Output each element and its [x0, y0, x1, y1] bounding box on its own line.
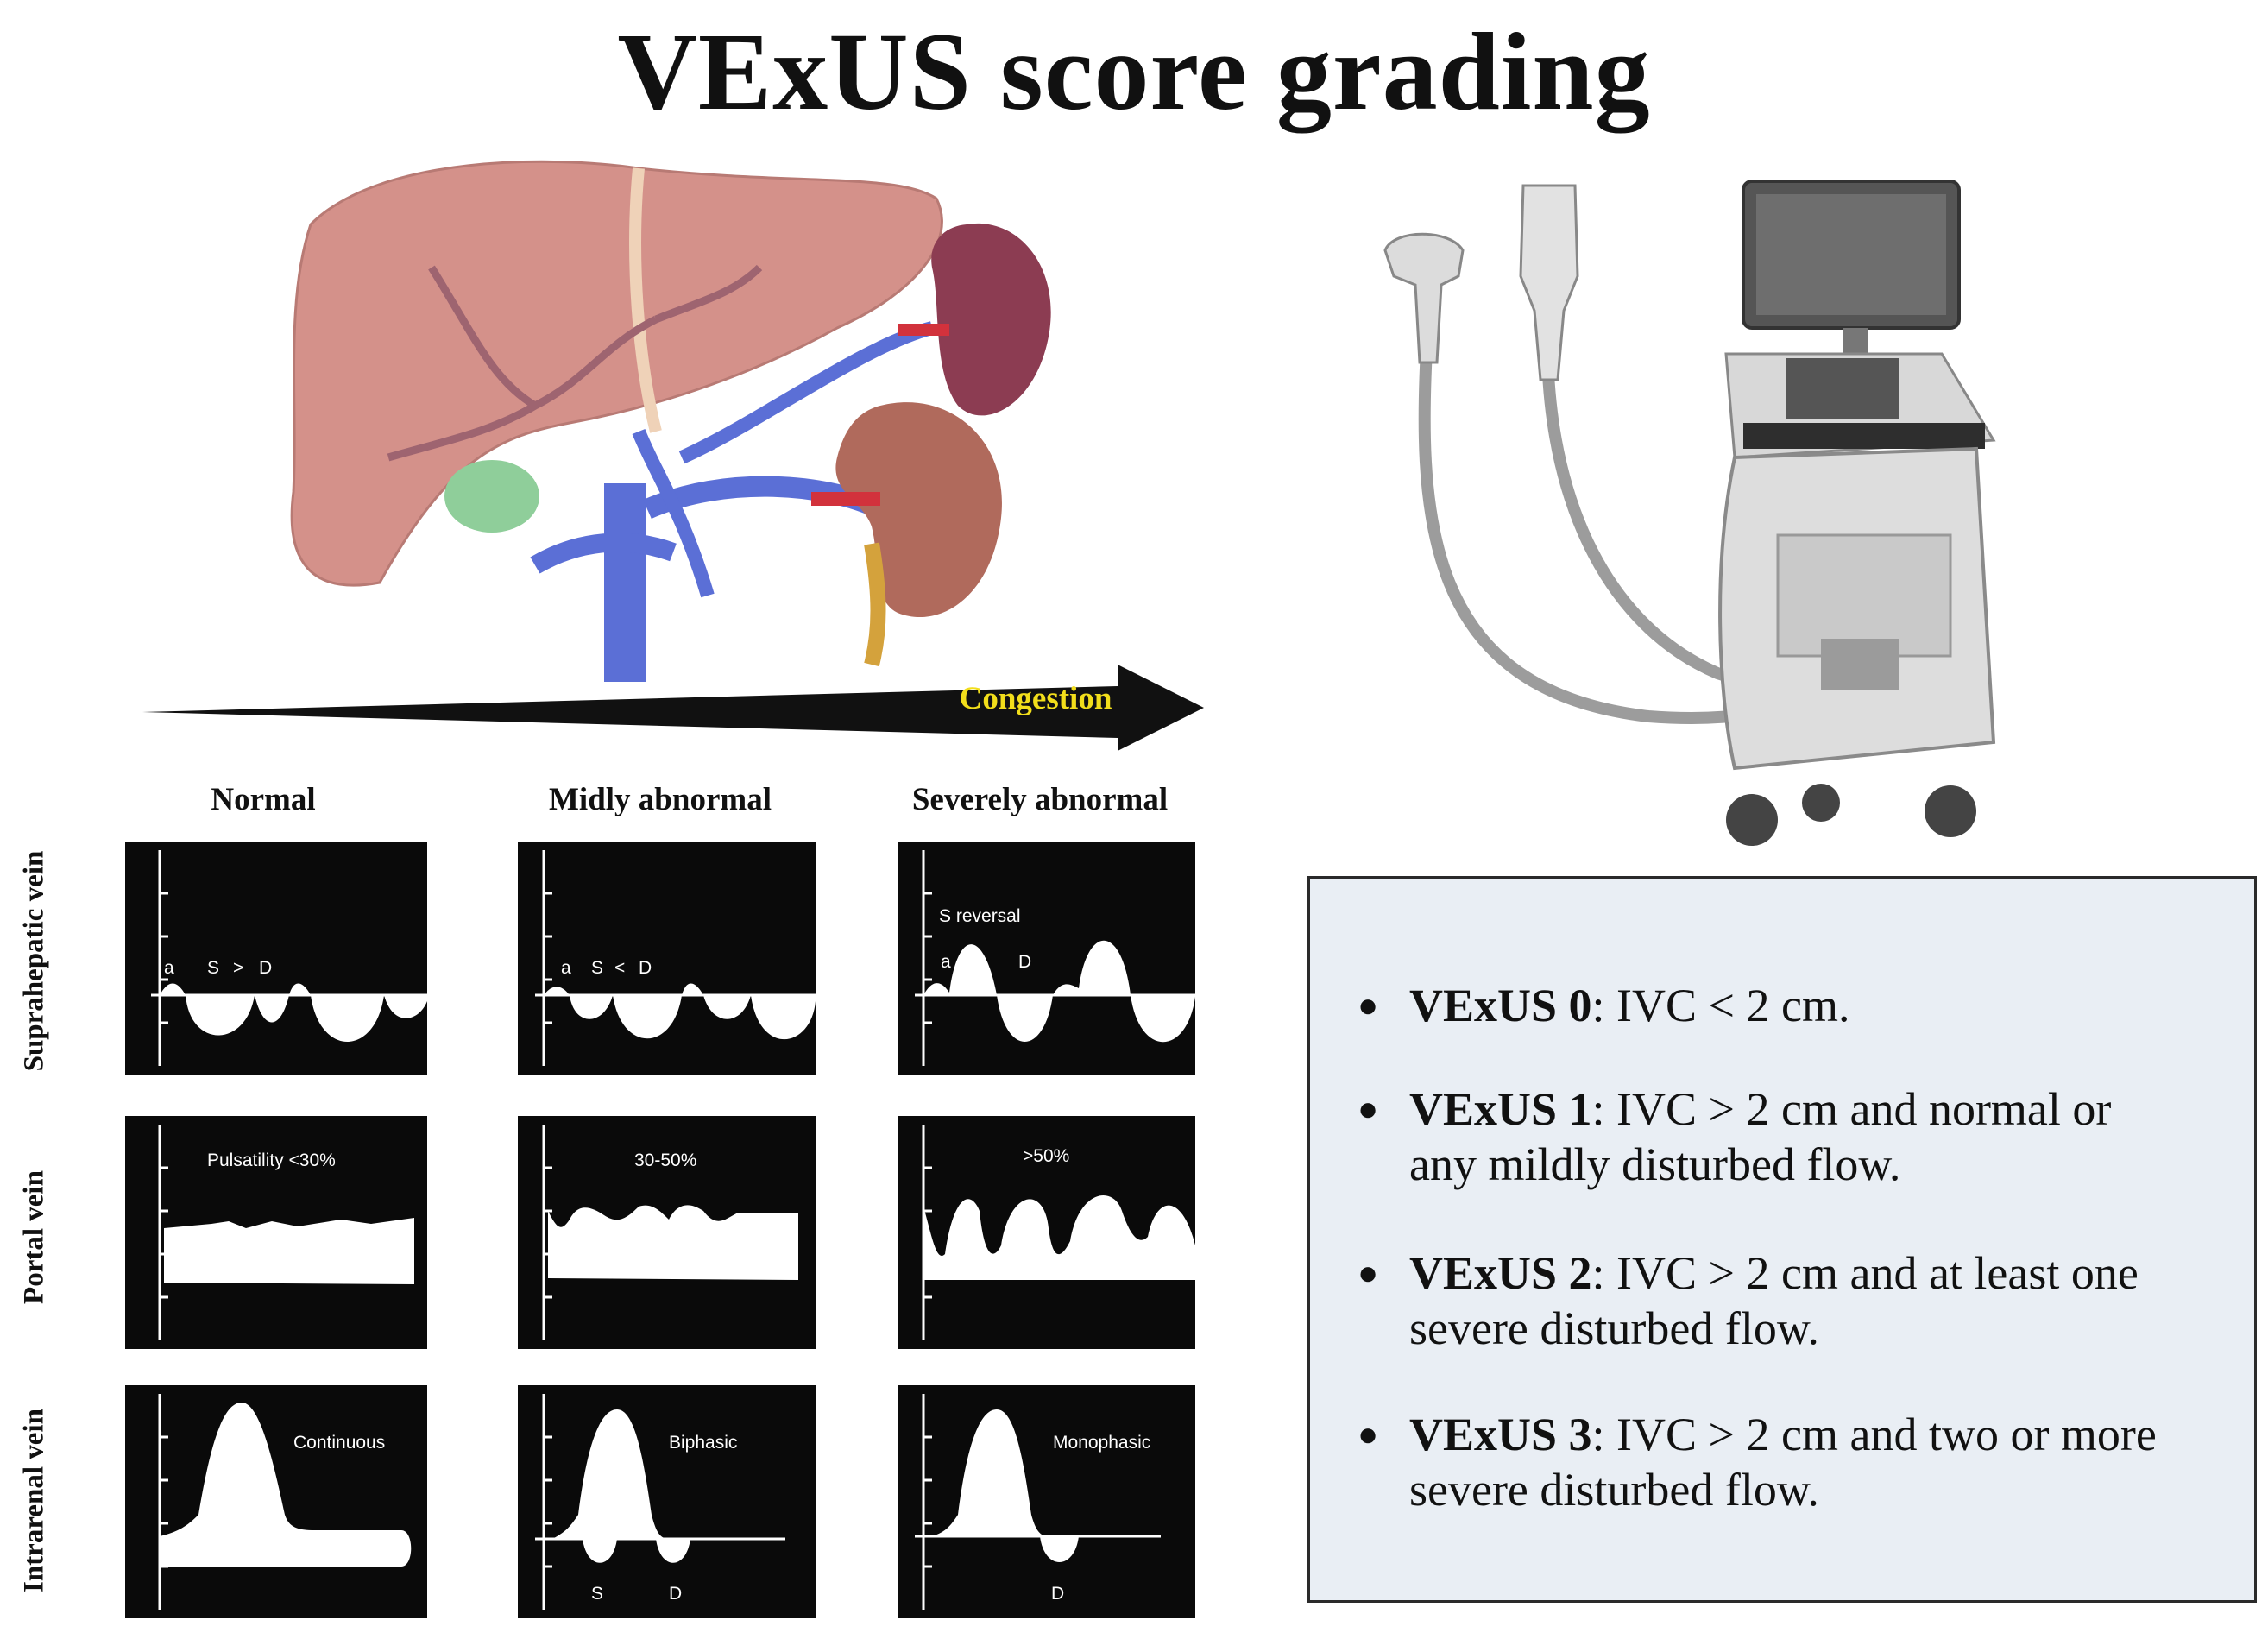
wave-label-pulsatility: Pulsatility <30%: [207, 1150, 336, 1170]
bullet-icon: ●: [1358, 1415, 1379, 1453]
panel-hepatic-mild: a S < D: [518, 842, 816, 1075]
wave-label-s: S: [207, 958, 220, 978]
wave-label-relation: <: [614, 958, 626, 978]
wave-label-d: D: [669, 1584, 683, 1604]
anatomy-illustration: [290, 160, 1051, 682]
wave-label-monophasic: Monophasic: [1053, 1433, 1151, 1453]
wave-label-a: a: [561, 958, 571, 978]
convex-probe-icon: [1383, 232, 1465, 364]
score-item-2: ●VExUS 2: IVC > 2 cm and at least one se…: [1358, 1247, 2139, 1354]
score-item-0: ●VExUS 0: IVC < 2 cm.: [1358, 980, 1850, 1031]
panel-portal-normal: Pulsatility <30%: [125, 1116, 427, 1349]
panel-renal-severe: Monophasic D: [898, 1385, 1195, 1618]
score-item-3: ●VExUS 3: IVC > 2 cm and two or more sev…: [1358, 1409, 2157, 1516]
wave-label-a: a: [164, 958, 174, 978]
column-header-severely-abnormal: Severely abnormal: [911, 782, 1169, 817]
bullet-icon: ●: [1358, 1089, 1379, 1128]
row-label-suprahepatic-vein: Suprahepatic vein: [18, 850, 50, 1072]
wave-label-s-reversal: S reversal: [939, 906, 1021, 926]
column-header-mildly-abnormal: Midly abnormal: [549, 782, 772, 817]
panel-hepatic-normal: a S > D: [125, 842, 427, 1075]
panel-portal-mild: 30-50%: [518, 1116, 816, 1349]
congestion-label: Congestion: [959, 681, 1112, 716]
wave-label-percent: >50%: [1023, 1146, 1070, 1166]
wave-label-d: D: [259, 958, 273, 978]
wave-label-d: D: [639, 958, 652, 978]
gallbladder-illustration: [444, 460, 539, 533]
congestion-arrow: [142, 665, 1204, 751]
wave-label-continuous: Continuous: [293, 1433, 386, 1453]
score-item-1: ●VExUS 1: IVC > 2 cm and normal or any m…: [1358, 1083, 2112, 1190]
wave-label-a: a: [941, 952, 951, 972]
wave-label-s: S: [591, 1584, 604, 1604]
wave-label-d: D: [1018, 952, 1032, 972]
wave-label-biphasic: Biphasic: [669, 1433, 738, 1453]
spleen-illustration: [931, 223, 1051, 416]
ultrasound-machine-illustration: [1383, 180, 1996, 846]
wave-label-relation: >: [233, 958, 244, 978]
panel-renal-normal: Continuous: [125, 1385, 427, 1618]
linear-probe-icon: [1519, 184, 1579, 381]
row-label-intrarenal-vein: Intrarenal vein: [18, 1409, 50, 1592]
wave-label-s: S: [591, 958, 604, 978]
panel-hepatic-severe: S reversal a D: [898, 842, 1195, 1075]
panel-renal-mild: Biphasic S D: [518, 1385, 816, 1618]
page-title: VExUS score grading: [617, 10, 1651, 133]
panel-portal-severe: >50%: [898, 1116, 1195, 1349]
row-label-portal-vein: Portal vein: [18, 1170, 50, 1304]
bullet-icon: ●: [1358, 1253, 1379, 1292]
bullet-icon: ●: [1358, 986, 1379, 1024]
wave-label-percent: 30-50%: [634, 1150, 697, 1170]
wave-label-d: D: [1051, 1584, 1065, 1604]
vexus-score-box: ●VExUS 0: IVC < 2 cm. ●VExUS 1: IVC > 2 …: [1307, 876, 2257, 1603]
column-header-normal: Normal: [211, 782, 316, 817]
